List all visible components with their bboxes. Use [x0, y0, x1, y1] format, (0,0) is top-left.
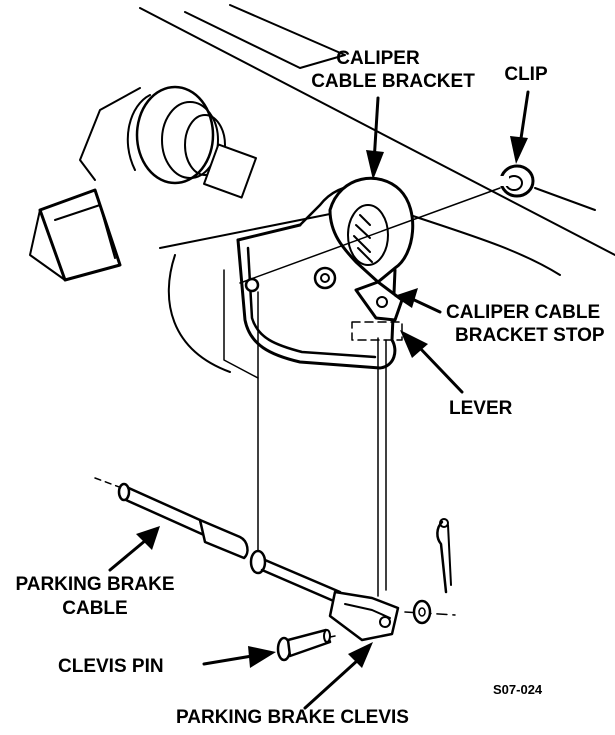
arrow-caliper-cable-bracket: [366, 96, 384, 180]
label-bracket-stop-line-2: BRACKET STOP: [455, 325, 605, 346]
label-clevis-pin: CLEVIS PIN: [58, 656, 164, 677]
caliper-housing: [139, 4, 615, 373]
arrow-parking-brake-cable: [108, 526, 160, 572]
arrow-lever: [400, 330, 464, 394]
clip-part: [499, 164, 535, 198]
cotter-pin: [436, 518, 452, 594]
mounting-bracket: [29, 188, 122, 282]
label-caliper-line-1: CALIPER: [336, 48, 420, 69]
label-cable-line-2: CABLE: [62, 598, 127, 619]
leader-arrows: [108, 90, 530, 710]
parking-brake-clevis: [328, 590, 400, 642]
arrow-parking-brake-clevis: [303, 642, 373, 710]
caliper-cable-bracket-stop: [351, 321, 403, 341]
brake-boot: [79, 85, 257, 199]
washer: [412, 599, 432, 625]
lever-assembly: [328, 176, 415, 322]
label-lever: LEVER: [449, 398, 513, 419]
label-parking-brake-line-1: PARKING BRAKE: [15, 574, 174, 595]
label-cable-bracket-line-2: CABLE BRACKET: [311, 71, 475, 92]
parking-brake-cable: [94, 477, 342, 604]
figure-code: S07-024: [493, 682, 543, 697]
arrow-clevis-pin: [202, 646, 276, 668]
label-clip: CLIP: [504, 64, 548, 85]
arrow-bracket-stop: [394, 288, 442, 314]
clip-alignment-line: [239, 187, 501, 284]
caliper-cable-bracket: [236, 183, 397, 370]
arrow-clip: [510, 90, 530, 164]
clevis-pin: [276, 628, 332, 662]
label-parking-brake-clevis: PARKING BRAKE CLEVIS: [176, 707, 409, 728]
label-caliper-cable-line-1: CALIPER CABLE: [446, 302, 600, 323]
